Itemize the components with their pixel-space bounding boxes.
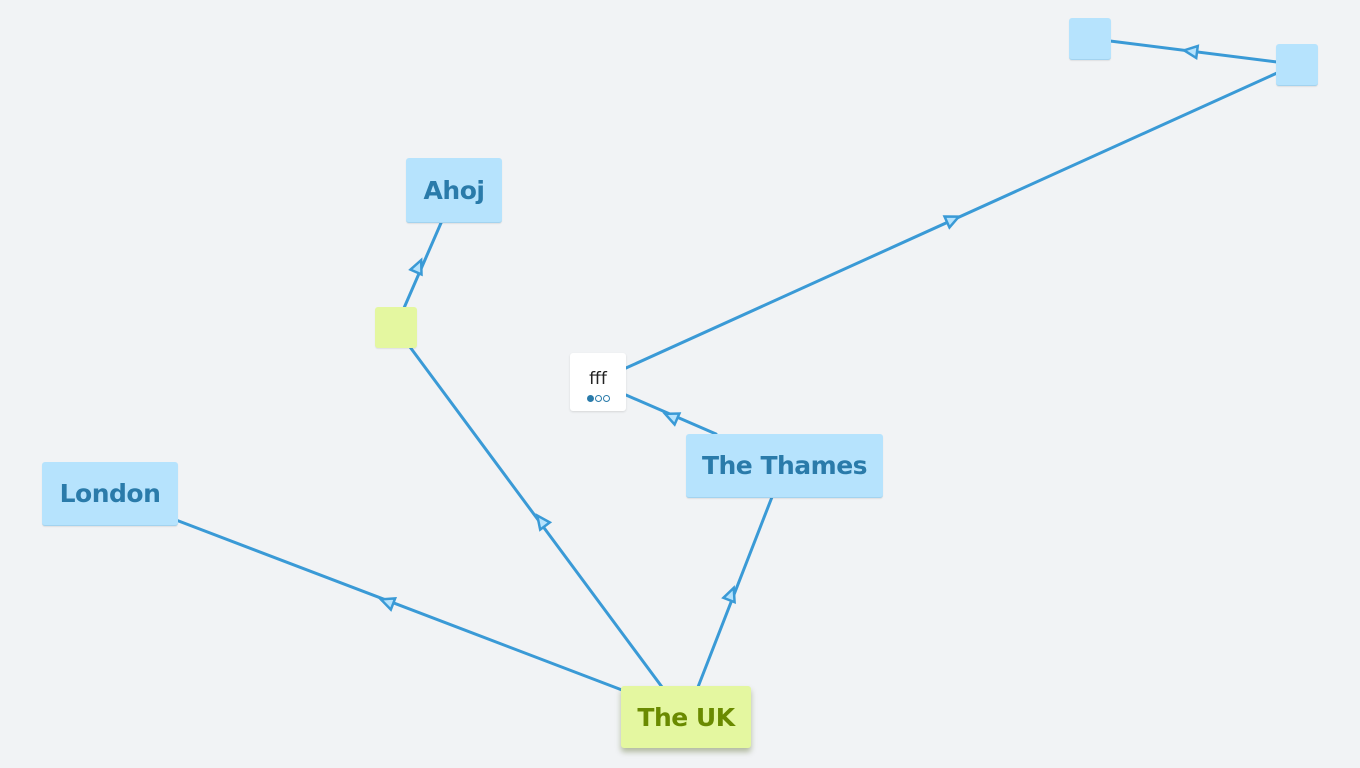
node-small-blue-right[interactable] [1276, 44, 1318, 86]
node-label: London [59, 479, 161, 508]
arrow-icon [662, 412, 682, 427]
node-small-blue-top[interactable] [1069, 18, 1111, 60]
node-the-uk[interactable]: The UK [621, 686, 751, 748]
arrow-icon [378, 597, 398, 612]
node-fff[interactable]: fff [570, 353, 626, 411]
node-label: The Thames [701, 451, 868, 480]
edge-uk-london[interactable] [174, 518, 624, 692]
arrow-icon [1181, 44, 1200, 61]
dot-empty-icon [602, 394, 610, 402]
dot-filled-icon [586, 394, 594, 402]
node-london[interactable]: London [42, 462, 178, 526]
progress-dots [586, 394, 610, 402]
node-the-thames[interactable]: The Thames [686, 434, 883, 498]
arrow-icon [942, 215, 962, 230]
dot-empty-icon [594, 394, 602, 402]
node-small-green[interactable] [375, 307, 417, 348]
node-ahoj[interactable]: Ahoj [406, 158, 502, 223]
node-label: Ahoj [423, 175, 485, 205]
node-label: fff [589, 368, 607, 389]
edge-uk-small-green[interactable] [408, 345, 664, 689]
arrow-icon [721, 585, 736, 605]
arrow-icon [408, 257, 423, 277]
node-label: The UK [637, 702, 735, 732]
arrow-icon [535, 513, 553, 532]
